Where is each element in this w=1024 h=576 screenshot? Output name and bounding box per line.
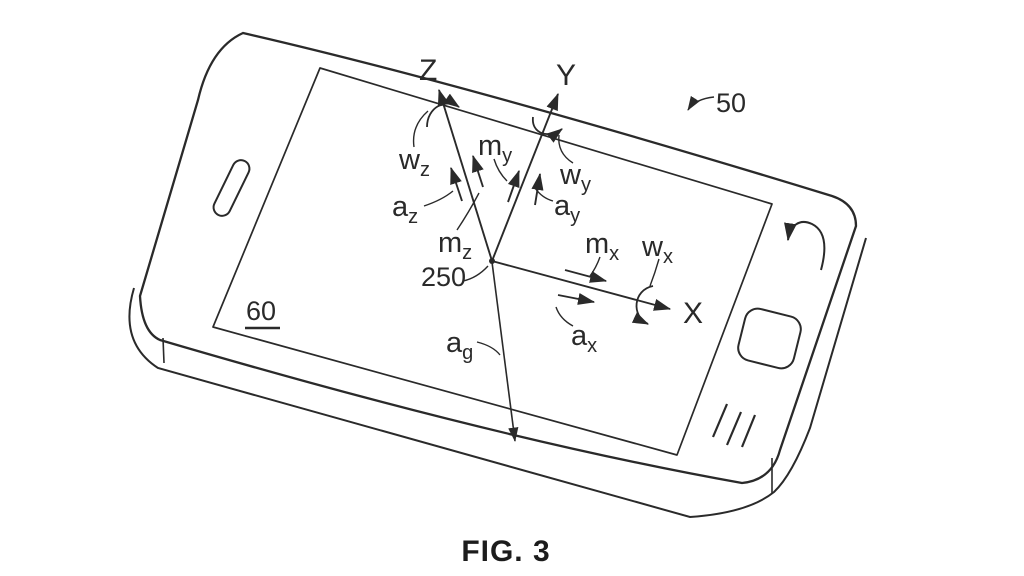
accel-arrow-z (450, 166, 463, 202)
mag-arrow-z (472, 154, 484, 188)
label-ax: ax (571, 320, 597, 357)
label-ag: ag (446, 327, 473, 364)
x-axis-label: X (683, 297, 703, 330)
label-mz: mz (438, 227, 472, 264)
mag-arrow-y (507, 169, 520, 203)
mag-arrow-x (564, 269, 608, 283)
speaker-grille-line-1 (711, 403, 729, 438)
label-wy: wy (559, 159, 591, 196)
speaker-grille-line-3 (740, 414, 757, 448)
label-my: my (478, 130, 512, 167)
smartphone-drawing (128, 31, 867, 519)
leader-250 (462, 265, 489, 282)
ref-50-label: 50 (716, 88, 746, 118)
leader-mx (589, 256, 601, 277)
z-axis-label: Z (419, 54, 437, 87)
home-button (737, 307, 802, 370)
speaker-slot (212, 159, 251, 217)
leader-lines (412, 95, 715, 356)
leader-mz (456, 192, 480, 231)
ref-50-arrow (687, 95, 715, 111)
coordinate-axes (426, 88, 672, 442)
rotation-arrow-y (532, 116, 563, 143)
ref-60-label: 60 (246, 296, 276, 326)
leader-ay (534, 187, 554, 202)
leader-wy (558, 134, 574, 164)
leader-wz (412, 110, 429, 148)
label-mx: mx (585, 228, 619, 265)
screen-outline (212, 67, 773, 456)
speaker-grille-line-2 (725, 411, 743, 446)
leader-my (493, 158, 508, 182)
leader-az (423, 190, 454, 207)
x-axis-line (491, 260, 672, 311)
y-axis-line (491, 92, 559, 262)
z-axis-line (437, 88, 493, 262)
label-az: az (392, 191, 418, 228)
accel-arrow-x (557, 292, 596, 305)
label-wz: wz (398, 144, 430, 181)
label-ay: ay (554, 190, 580, 227)
sensor-vectors (450, 154, 608, 305)
leader-ax (555, 306, 574, 327)
rotation-arrow-x (631, 285, 654, 325)
phone-corner-edge-left (162, 337, 165, 364)
gravity-vector-line (491, 261, 519, 442)
leader-wx (649, 258, 660, 287)
y-axis-label: Y (556, 59, 576, 92)
rotation-arrow-z (426, 93, 460, 128)
labels: Z Y X wz az mz my wy ay mx wx ax ag 250 … (245, 54, 746, 568)
phone-side-outline (128, 237, 867, 519)
label-wx: wx (641, 231, 673, 268)
ref-250-label: 250 (421, 262, 466, 292)
phone-body-outline (138, 31, 858, 485)
back-arrow-icon (784, 221, 826, 271)
figure-caption: FIG. 3 (461, 535, 550, 568)
leader-ag (476, 341, 501, 356)
accel-arrow-y (531, 172, 544, 206)
